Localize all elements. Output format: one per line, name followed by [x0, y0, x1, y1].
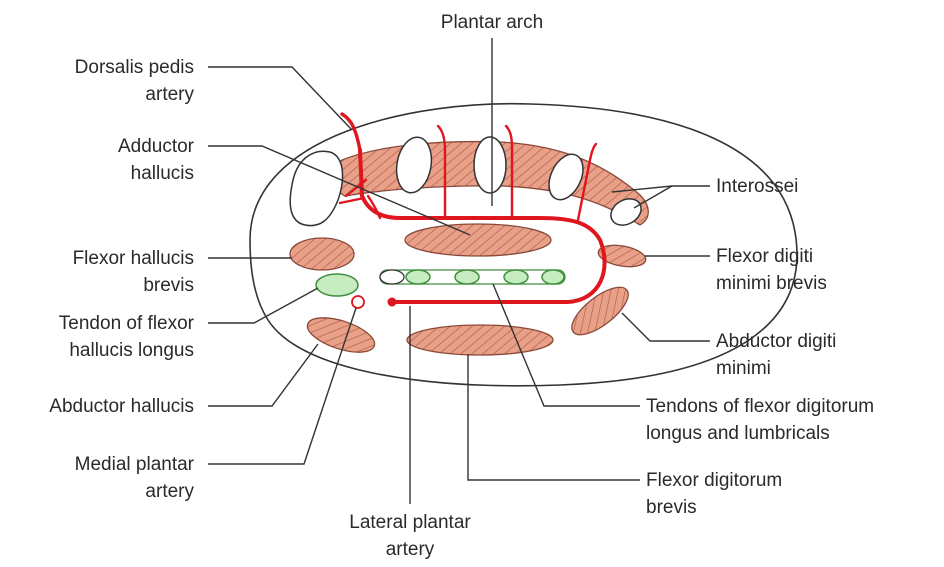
label-tendons-fdl-line2: longus and lumbricals: [646, 423, 830, 444]
label-abductor-hallucis: Abductor hallucis: [49, 396, 194, 417]
tendon-fdl-3: [455, 270, 479, 284]
label-medial-plantar-artery-line2: artery: [145, 481, 194, 502]
label-flexor-digiti-minimi-brevis-line1: Flexor digiti: [716, 246, 813, 267]
label-tendon-flexor-hallucis-longus-line2: hallucis longus: [69, 340, 194, 361]
metatarsal-3-bone: [474, 137, 506, 193]
medial-plantar-artery-vessel: [352, 296, 364, 308]
tendon-fdl-4: [504, 270, 528, 284]
label-abductor-digiti-minimi-line2: minimi: [716, 358, 771, 379]
label-lateral-plantar-artery-line1: Lateral plantar: [349, 512, 471, 533]
label-adductor-hallucis-line2: hallucis: [131, 163, 194, 184]
label-medial-plantar-artery-line1: Medial plantar: [75, 454, 195, 475]
label-tendons-fdl-line1: Tendons of flexor digitorum: [646, 396, 874, 417]
label-flexor-digitorum-brevis-line2: brevis: [646, 497, 697, 518]
label-plantar-arch: Plantar arch: [441, 12, 543, 33]
label-abductor-digiti-minimi-line1: Abductor digiti: [716, 331, 836, 352]
label-flexor-hallucis-brevis-line1: Flexor hallucis: [73, 248, 194, 269]
label-dorsalis-pedis-line2: artery: [145, 84, 194, 105]
flexor-digitorum-brevis-muscle: [407, 325, 553, 355]
tendon-fdl-5: [542, 270, 564, 284]
label-flexor-hallucis-brevis-line2: brevis: [143, 275, 194, 296]
label-flexor-digiti-minimi-brevis-line2: minimi brevis: [716, 273, 827, 294]
flexor-hallucis-longus-tendon: [316, 274, 358, 296]
label-adductor-hallucis-line1: Adductor: [118, 136, 195, 157]
leader-abductor-hallucis: [208, 344, 318, 406]
label-lateral-plantar-artery-line2: artery: [386, 539, 435, 560]
label-tendon-flexor-hallucis-longus-line1: Tendon of flexor: [59, 313, 195, 334]
leader-dorsalis-pedis: [208, 67, 352, 130]
label-flexor-digitorum-brevis-line1: Flexor digitorum: [646, 470, 782, 491]
label-dorsalis-pedis-line1: Dorsalis pedis: [75, 57, 194, 78]
tendon-fdl-white: [380, 270, 404, 284]
tendon-fdl-2: [406, 270, 430, 284]
flexor-hallucis-brevis-muscle: [290, 238, 354, 270]
label-interossei: Interossei: [716, 176, 798, 197]
adductor-hallucis-muscle: [405, 224, 551, 256]
